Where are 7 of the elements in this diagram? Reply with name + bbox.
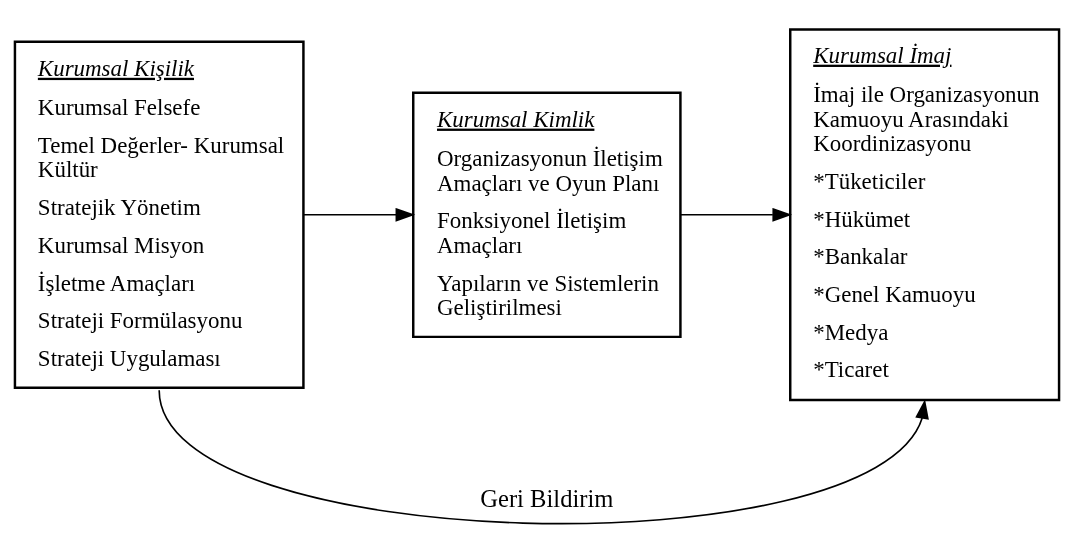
arrow	[303, 207, 416, 222]
node-box: Kurumsal Kimlik Organizasyonun İletişim Amaçları ve Oyun Planı Fonksiyonel İletişim Amaçları Yapıların ve Sistemlerin Geliştirilmesi	[412, 91, 682, 339]
edge-label: Geri Bildirim	[480, 484, 614, 512]
node-box: Kurumsal İmaj İmaj ile Organizasyonun Kamuoyu Arasındaki Koordinizasyonu *Tüketiciler *Hükümet *Bankalar *Genel Kamuoyu *Medya *Ticaret	[789, 28, 1061, 402]
arrow	[679, 207, 793, 222]
arrow	[158, 389, 929, 524]
node-box: Kurumsal Kişilik Kurumsal Felsefe Temel Değerler- Kurumsal Kültür Stratejik Yönetim Kurumsal Misyon İşletme Amaçları Strateji Formülasyonu Strateji Uygulaması	[13, 40, 305, 389]
